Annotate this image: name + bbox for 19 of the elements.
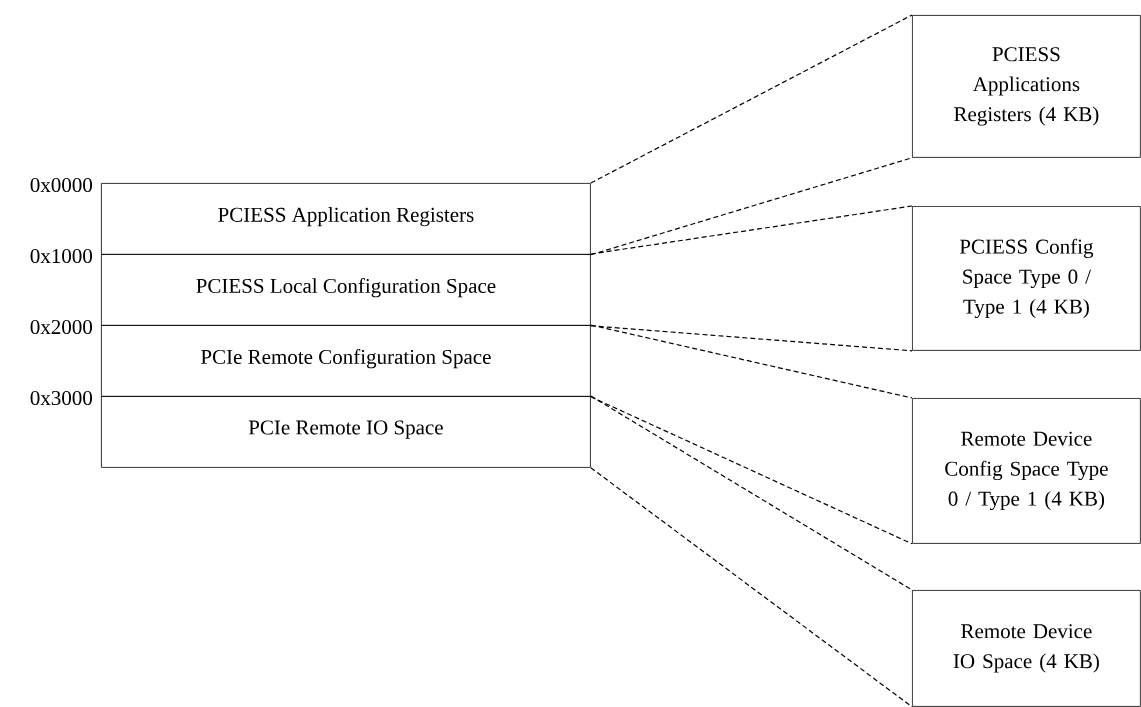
address-label: 0x3000	[30, 390, 92, 406]
memory-block-box: PCIESS Applications Registers (4 KB)	[912, 15, 1141, 158]
projection-line	[590, 157, 913, 256]
memory-block-box: Remote Device Config Space Type 0 / Type 1 (4 KB)	[912, 398, 1141, 544]
projection-line	[590, 324, 913, 399]
address-label: 0x2000	[30, 319, 92, 335]
projection-line	[590, 396, 913, 545]
address-label: 0x1000	[30, 248, 92, 264]
projection-line	[590, 467, 913, 707]
memory-region-row: PCIe Remote IO Space	[101, 396, 591, 468]
projection-line	[590, 14, 913, 184]
memory-block-box: Remote Device IO Space (4 KB)	[912, 590, 1141, 707]
projection-line	[590, 205, 913, 255]
projection-line	[590, 325, 913, 352]
memory-region-row: PCIe Remote Configuration Space	[101, 325, 591, 397]
memory-region-row: PCIESS Local Configuration Space	[101, 254, 591, 326]
memory-block-box: PCIESS Config Space Type 0 / Type 1 (4 KB)	[912, 206, 1141, 351]
address-label: 0x0000	[30, 177, 92, 193]
memory-region-row: PCIESS Application Registers	[101, 183, 591, 255]
